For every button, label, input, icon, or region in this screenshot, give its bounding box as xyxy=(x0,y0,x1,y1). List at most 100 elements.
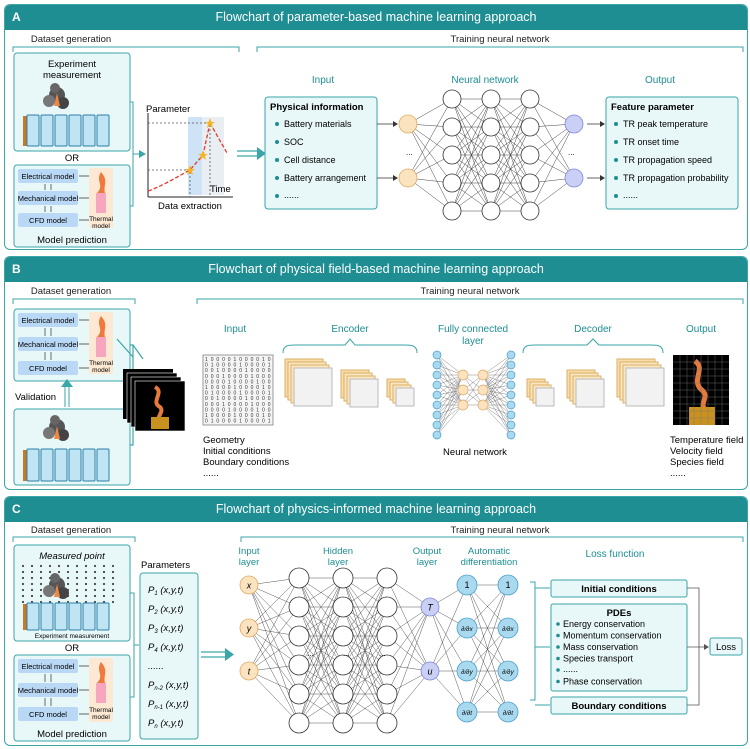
thermal-model-line1: Thermal xyxy=(89,216,113,223)
matrix-digit: 0 xyxy=(268,374,271,380)
matrix-digit: 0 xyxy=(251,385,254,391)
nn-node xyxy=(398,114,418,134)
matrix-digit: 0 xyxy=(268,357,271,363)
nn-node xyxy=(520,201,540,221)
matrix-digit: 0 xyxy=(216,379,219,385)
panel-a-dataset-heading: Dataset generation xyxy=(30,34,112,45)
node-label: y xyxy=(246,624,252,634)
auto-diff-line1: Automatic xyxy=(468,546,510,557)
parameter-item: P3 (x,y,t) xyxy=(148,623,183,635)
matrix-digit: 1 xyxy=(228,379,231,385)
flame-icon xyxy=(96,662,106,703)
matrix-digit: 1 xyxy=(211,363,214,369)
matrix-digit: 0 xyxy=(205,363,208,369)
diff-label: ∂/∂y xyxy=(502,669,514,676)
matrix-digit: 1 xyxy=(216,368,219,374)
matrix-digit: 0 xyxy=(216,407,219,413)
diff-label: ∂/∂x xyxy=(502,626,514,633)
field-image-stack xyxy=(123,369,186,432)
fc-node xyxy=(457,369,469,381)
validation-label: Validation xyxy=(15,392,56,403)
thermal-model-line1: Thermal xyxy=(89,360,113,367)
matrix-digit: 0 xyxy=(222,391,225,397)
matrix-digit: 1 xyxy=(211,419,214,425)
thermal-model-line2: model xyxy=(92,714,110,721)
matrix-digit: 0 xyxy=(268,402,271,408)
matrix-digit: 1 xyxy=(234,357,237,363)
matrix-digit: 0 xyxy=(228,357,231,363)
nn-node xyxy=(398,168,418,188)
pinn-node xyxy=(376,625,398,647)
input-item: Boundary conditions xyxy=(203,457,289,468)
nn-node xyxy=(564,114,584,134)
matrix-digit: 0 xyxy=(239,379,242,385)
output-item: Velocity field xyxy=(670,446,723,457)
diff-node xyxy=(456,574,478,596)
matrix-digit: 0 xyxy=(222,413,225,419)
input-item: SOC xyxy=(284,137,304,147)
nn-node xyxy=(481,201,501,221)
pinn-node xyxy=(288,712,310,734)
matrix-digit: 0 xyxy=(216,402,219,408)
matrix-digit: 0 xyxy=(228,402,231,408)
matrix-digit: 1 xyxy=(239,391,242,397)
diff-label: ∂/∂x xyxy=(461,626,473,633)
output-item: TR propagation speed xyxy=(623,155,712,165)
matrix-digit: 0 xyxy=(234,374,237,380)
nn-ellipsis: ... xyxy=(568,148,575,157)
matrix-digit: 0 xyxy=(205,407,208,413)
matrix-digit: 0 xyxy=(251,413,254,419)
output-field-image xyxy=(673,355,729,425)
nn-node xyxy=(520,145,540,165)
fc-node xyxy=(506,370,516,380)
boundary-conditions-label: Boundary conditions xyxy=(572,701,667,712)
feature-parameter-title: Feature parameter xyxy=(611,102,694,113)
pinn-node xyxy=(420,597,440,617)
or-label: OR xyxy=(65,153,79,164)
feature-parameter-box xyxy=(605,96,739,210)
panel-b: B Flowchart of physical field-based mach… xyxy=(4,256,748,490)
matrix-digit: 0 xyxy=(211,379,214,385)
decoder-blocks xyxy=(526,358,665,408)
input-item: ...... xyxy=(203,468,219,479)
matrix-digit: 0 xyxy=(251,363,254,369)
fc-node xyxy=(506,430,516,440)
encoder-blocks xyxy=(284,358,415,408)
matrix-digit: 1 xyxy=(228,407,231,413)
matrix-digit: 1 xyxy=(205,385,208,391)
matrix-digit: 0 xyxy=(222,357,225,363)
matrix-digit: 0 xyxy=(256,413,259,419)
pde-item: Species transport xyxy=(563,654,634,664)
matrix-digit: 0 xyxy=(268,368,271,374)
input-item: Geometry xyxy=(203,435,245,446)
matrix-digit: 0 xyxy=(262,402,265,408)
loss-box xyxy=(709,637,743,656)
smoke-icon xyxy=(43,573,69,599)
panel-c-title: Flowchart of physics-informed machine le… xyxy=(215,502,537,516)
pinn-node xyxy=(376,712,398,734)
pdes-title: PDEs xyxy=(607,608,632,619)
matrix-digit: 0 xyxy=(245,391,248,397)
node-label: T xyxy=(427,603,434,613)
matrix-digit: 1 xyxy=(256,407,259,413)
fc-heading-line1: Fully connected xyxy=(438,324,508,335)
nn-node xyxy=(564,168,584,188)
neural-network-heading: Neural network xyxy=(451,75,519,86)
neural-network-a xyxy=(398,89,584,221)
thermal-model-line2: model xyxy=(92,367,110,374)
parameters-label: Parameters xyxy=(141,560,190,571)
diff-node xyxy=(497,617,519,639)
fc-node xyxy=(506,400,516,410)
matrix-digit: 1 xyxy=(239,363,242,369)
cfd-model-label: CFD model xyxy=(29,364,67,373)
nn-node xyxy=(520,89,540,109)
battery-pack-icon xyxy=(23,114,110,147)
smoke-icon xyxy=(43,83,69,109)
matrix-digit: 0 xyxy=(234,396,237,402)
matrix-digit: 0 xyxy=(228,391,231,397)
fc-node xyxy=(477,399,489,411)
fc-node xyxy=(457,384,469,396)
output-item: TR onset time xyxy=(623,137,679,147)
matrix-digit: 0 xyxy=(205,419,208,425)
input-item: Cell distance xyxy=(284,155,336,165)
